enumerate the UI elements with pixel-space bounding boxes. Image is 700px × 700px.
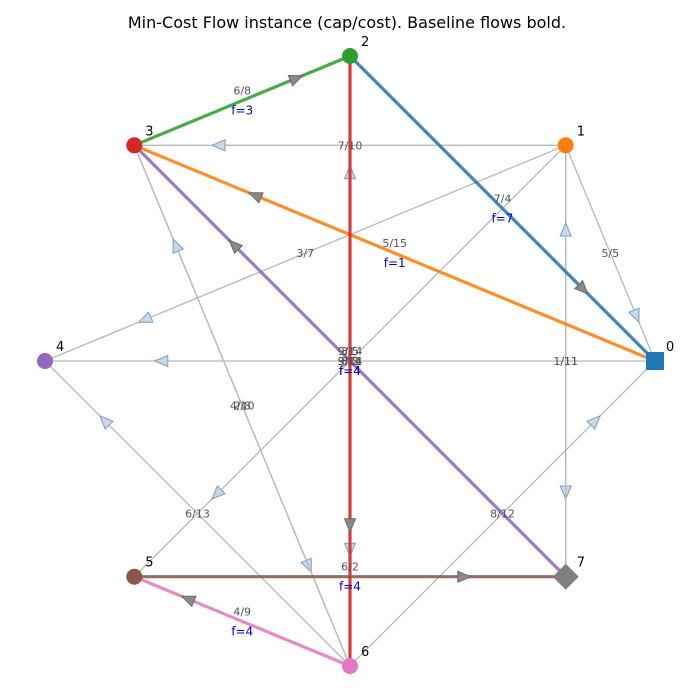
node-1 bbox=[557, 137, 574, 154]
node-label-2: 2 bbox=[361, 35, 369, 50]
edge-arrow-6-0 bbox=[586, 414, 602, 430]
node-layer: 0 1 2 3 4 5 6 7 bbox=[37, 35, 674, 674]
flow-edge-label: 6/8 bbox=[233, 85, 251, 98]
flow-arrow-6-5 bbox=[180, 595, 197, 608]
flow-edge-layer bbox=[132, 54, 657, 668]
node-label-0: 0 bbox=[666, 340, 674, 355]
node-label-1: 1 bbox=[577, 124, 585, 139]
flow-edge-label: 7/4 bbox=[494, 193, 512, 206]
edge-label: 6/13 bbox=[185, 508, 210, 521]
edge-label: 8/12 bbox=[490, 508, 515, 521]
flow-value-label: f=4 bbox=[231, 624, 253, 638]
edge-label: 2/8 bbox=[233, 400, 251, 413]
flow-edge-label: 3/5 bbox=[341, 345, 359, 358]
flow-value-label: f=4 bbox=[339, 364, 361, 378]
edge-1-0 bbox=[565, 145, 656, 362]
node-2 bbox=[342, 48, 358, 64]
flow-value-label: f=1 bbox=[384, 256, 406, 270]
flow-arrow-5-7 bbox=[457, 570, 473, 583]
edge-label: 7/10 bbox=[338, 139, 363, 152]
edge-label: 1/11 bbox=[553, 355, 578, 368]
edge-label: 3/11 bbox=[338, 355, 363, 368]
node-label-7: 7 bbox=[577, 556, 585, 571]
node-5 bbox=[126, 568, 143, 585]
flow-edge-6-5 bbox=[132, 575, 352, 668]
edge-label: 8/5 bbox=[341, 355, 359, 368]
edge-label: 1/11 bbox=[553, 355, 578, 368]
edge-label: 4/10 bbox=[230, 400, 255, 413]
edge-arrow-1-4 bbox=[137, 311, 154, 323]
edge-6-4 bbox=[44, 360, 351, 667]
node-label-5: 5 bbox=[145, 556, 153, 571]
edge-arrow-0-4 bbox=[153, 354, 169, 368]
edge-label: 5/5 bbox=[601, 247, 619, 260]
edge-arrow-1-3 bbox=[210, 139, 226, 152]
node-3 bbox=[126, 137, 143, 154]
edge-label: 9/14 bbox=[338, 355, 363, 368]
node-label-4: 4 bbox=[56, 340, 64, 355]
flow-edge-label: 9/14 bbox=[338, 345, 363, 358]
flow-edge-label: 4/9 bbox=[233, 605, 251, 618]
edge-arrow-7-1 bbox=[559, 221, 572, 237]
flow-edge-0-3 bbox=[132, 143, 657, 363]
flow-edge-label: 6/2 bbox=[341, 561, 359, 574]
edge-6-3 bbox=[133, 145, 351, 667]
node-4 bbox=[37, 353, 53, 369]
flow-value-label: f=7 bbox=[492, 212, 514, 226]
node-6 bbox=[342, 658, 358, 674]
diagram-title: Min-Cost Flow instance (cap/cost). Basel… bbox=[128, 13, 566, 32]
edge-arrow-1-5 bbox=[211, 485, 226, 500]
flow-arrow-0-3 bbox=[247, 192, 264, 204]
flow-edge-label: 5/15 bbox=[382, 237, 407, 250]
flow-value-label: f=4 bbox=[339, 364, 361, 378]
flow-value-label: f=3 bbox=[231, 104, 253, 118]
flow-arrow-7-3 bbox=[228, 239, 244, 255]
flow-edge-2-0 bbox=[348, 54, 657, 363]
edge-arrow-6-3 bbox=[172, 237, 185, 254]
node-0 bbox=[646, 352, 664, 370]
node-label-6: 6 bbox=[361, 645, 369, 660]
node-label-3: 3 bbox=[145, 124, 153, 139]
flow-arrow-2-6 bbox=[343, 518, 357, 534]
edge-arrow-6-4 bbox=[98, 414, 114, 430]
edge-label: 6/2 bbox=[341, 355, 359, 368]
flow-value-label: f=4 bbox=[339, 580, 361, 594]
edge-arrow-1-0 bbox=[628, 307, 640, 324]
node-7 bbox=[552, 563, 579, 590]
flow-edge-3-2 bbox=[132, 54, 352, 147]
flow-arrow-2-0 bbox=[573, 279, 589, 295]
flow-arrow-3-2 bbox=[287, 74, 304, 87]
edge-label: 3/7 bbox=[296, 247, 314, 260]
edge-1-4 bbox=[44, 144, 566, 362]
